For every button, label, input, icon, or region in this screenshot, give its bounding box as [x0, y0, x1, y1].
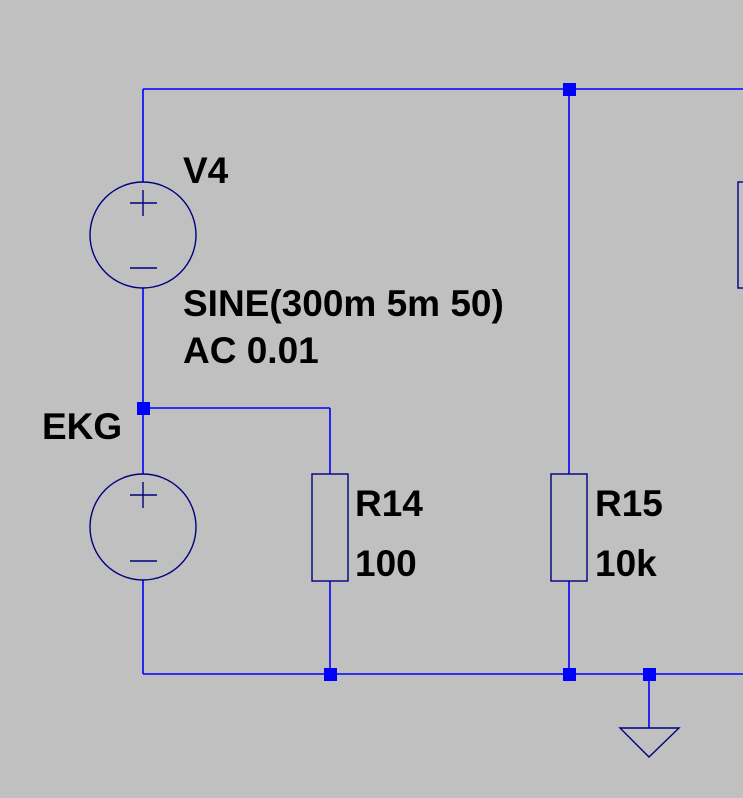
junction-dot	[563, 83, 576, 96]
ekg-body-circle	[89, 473, 197, 581]
junction-dot	[563, 668, 576, 681]
r14-value-label[interactable]: 100	[355, 543, 417, 584]
plus-icon	[130, 482, 157, 508]
resistor-r14[interactable]	[311, 473, 349, 582]
v4-value-line1[interactable]: SINE(300m 5m 50)	[183, 283, 504, 324]
v4-name-label[interactable]: V4	[183, 150, 229, 191]
ekg-name-label[interactable]: EKG	[42, 406, 122, 447]
junctions	[137, 83, 656, 681]
junction-dot	[137, 402, 150, 415]
r15-value-label[interactable]: 10k	[595, 543, 657, 584]
junction-dot	[643, 668, 656, 681]
v4-value-line2[interactable]: AC 0.01	[183, 330, 319, 371]
resistor-r15[interactable]	[550, 473, 588, 582]
voltage-source-ekg[interactable]	[89, 473, 197, 581]
v4-body-circle	[89, 181, 197, 289]
wires	[142, 88, 743, 728]
offscreen-component-body[interactable]	[737, 181, 743, 289]
plus-icon	[130, 190, 157, 216]
r15-name-label[interactable]: R15	[595, 483, 663, 524]
ground-symbol-icon[interactable]	[618, 727, 681, 758]
junction-dot	[324, 668, 337, 681]
r14-name-label[interactable]: R14	[355, 483, 423, 524]
voltage-source-v4[interactable]	[89, 181, 197, 289]
